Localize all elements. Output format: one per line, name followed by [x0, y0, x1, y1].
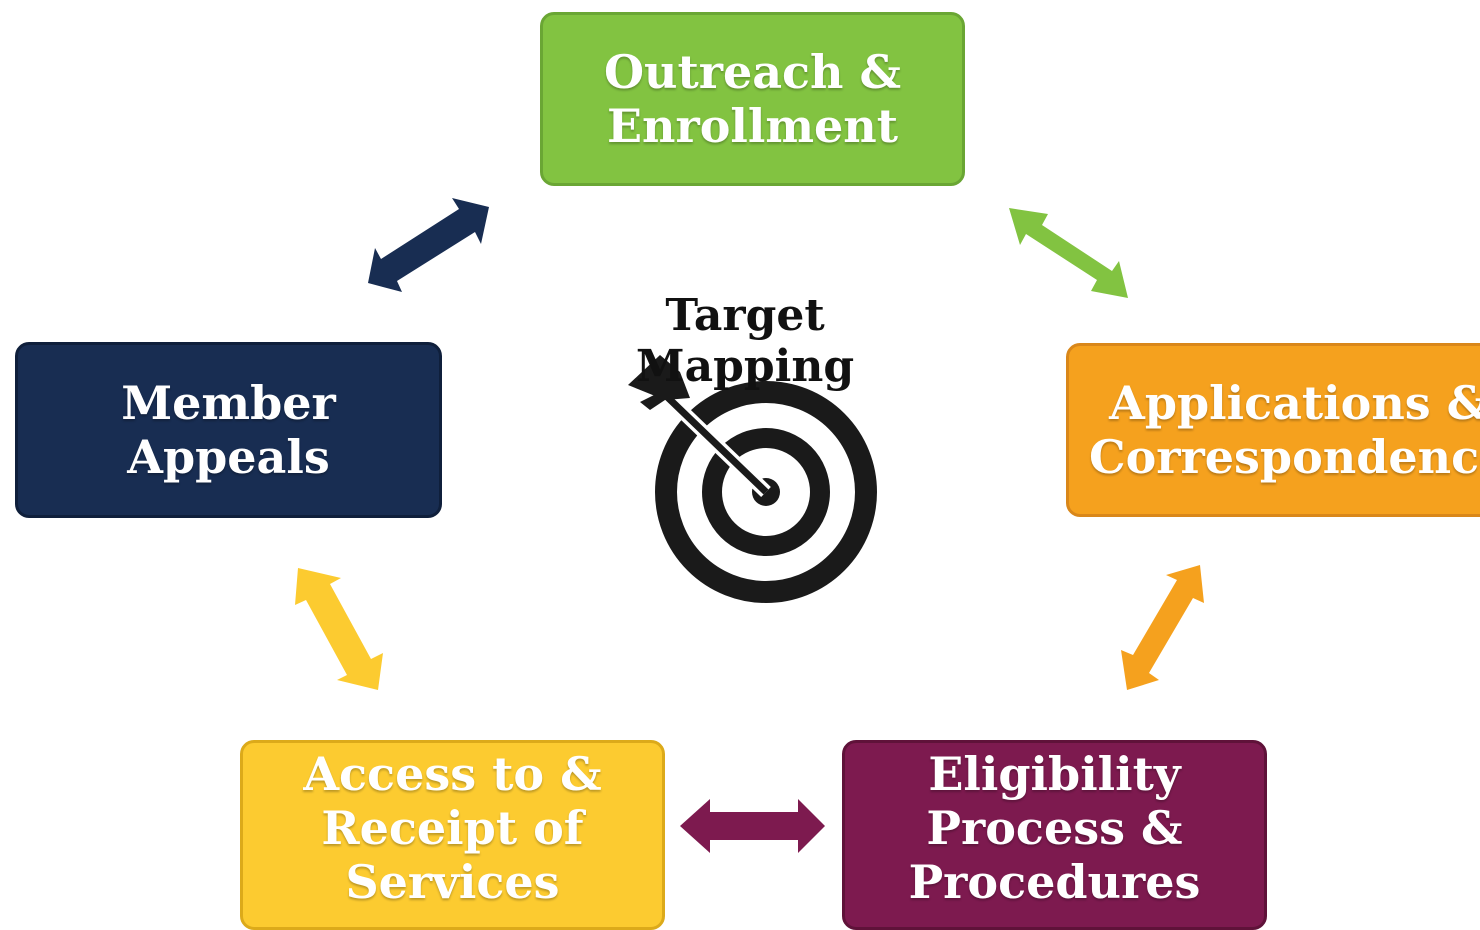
node-label: Member Appeals: [121, 376, 336, 484]
diagram-canvas: [295, 198, 1204, 853]
node-access-receipt-services: Access to & Receipt of Services: [240, 740, 665, 930]
arrow-outreach-applications: [1009, 208, 1128, 298]
node-label: Access to & Receipt of Services: [303, 747, 602, 909]
node-eligibility-process: Eligibility Process & Procedures: [842, 740, 1267, 930]
node-label: Applications & Correspondence: [1089, 376, 1480, 484]
node-label: Outreach & Enrollment: [603, 45, 902, 153]
node-label: Eligibility Process & Procedures: [908, 747, 1201, 909]
arrow-appeals-outreach: [368, 198, 489, 292]
arrow-applications-eligibility: [1121, 565, 1204, 690]
center-title: Target Mapping: [635, 290, 855, 392]
arrow-access-appeals: [295, 568, 383, 690]
arrow-eligibility-access: [680, 799, 825, 853]
target-icon: [628, 355, 877, 603]
node-outreach-enrollment: Outreach & Enrollment: [540, 12, 965, 186]
node-member-appeals: Member Appeals: [15, 342, 442, 518]
node-applications-correspondence: Applications & Correspondence: [1066, 343, 1480, 517]
